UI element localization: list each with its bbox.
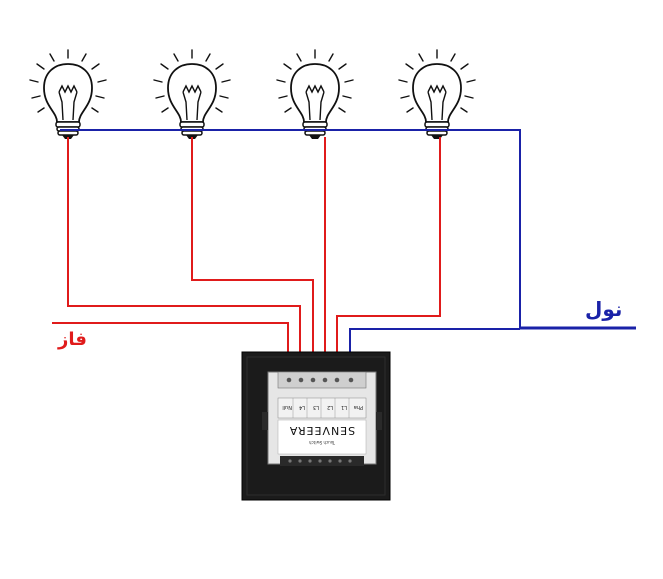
terminal-label-6: Null (282, 404, 292, 410)
bulb-1 (29, 49, 107, 140)
bulb-4 (398, 49, 476, 140)
switch-subtitle: Touch Switch (309, 440, 336, 445)
terminal-label-1: Pha (354, 404, 363, 410)
bulb-2 (153, 49, 231, 140)
neutral-label: نول (585, 297, 622, 321)
bulb-3 (276, 49, 354, 140)
terminal-label-5: L4 (299, 404, 305, 410)
terminal-label-4: L3 (313, 404, 319, 410)
switch-brand: SENVEERA (289, 424, 355, 437)
terminal-label-2: L1 (341, 404, 347, 410)
phase-wires (52, 137, 441, 378)
neutral-wires (60, 129, 636, 378)
touch-switch: Pha L1 L2 L3 L4 Null Touch Switch SENVEE… (241, 351, 391, 501)
terminal-label-3: L2 (327, 404, 333, 410)
phase-label: فاز (57, 329, 87, 350)
